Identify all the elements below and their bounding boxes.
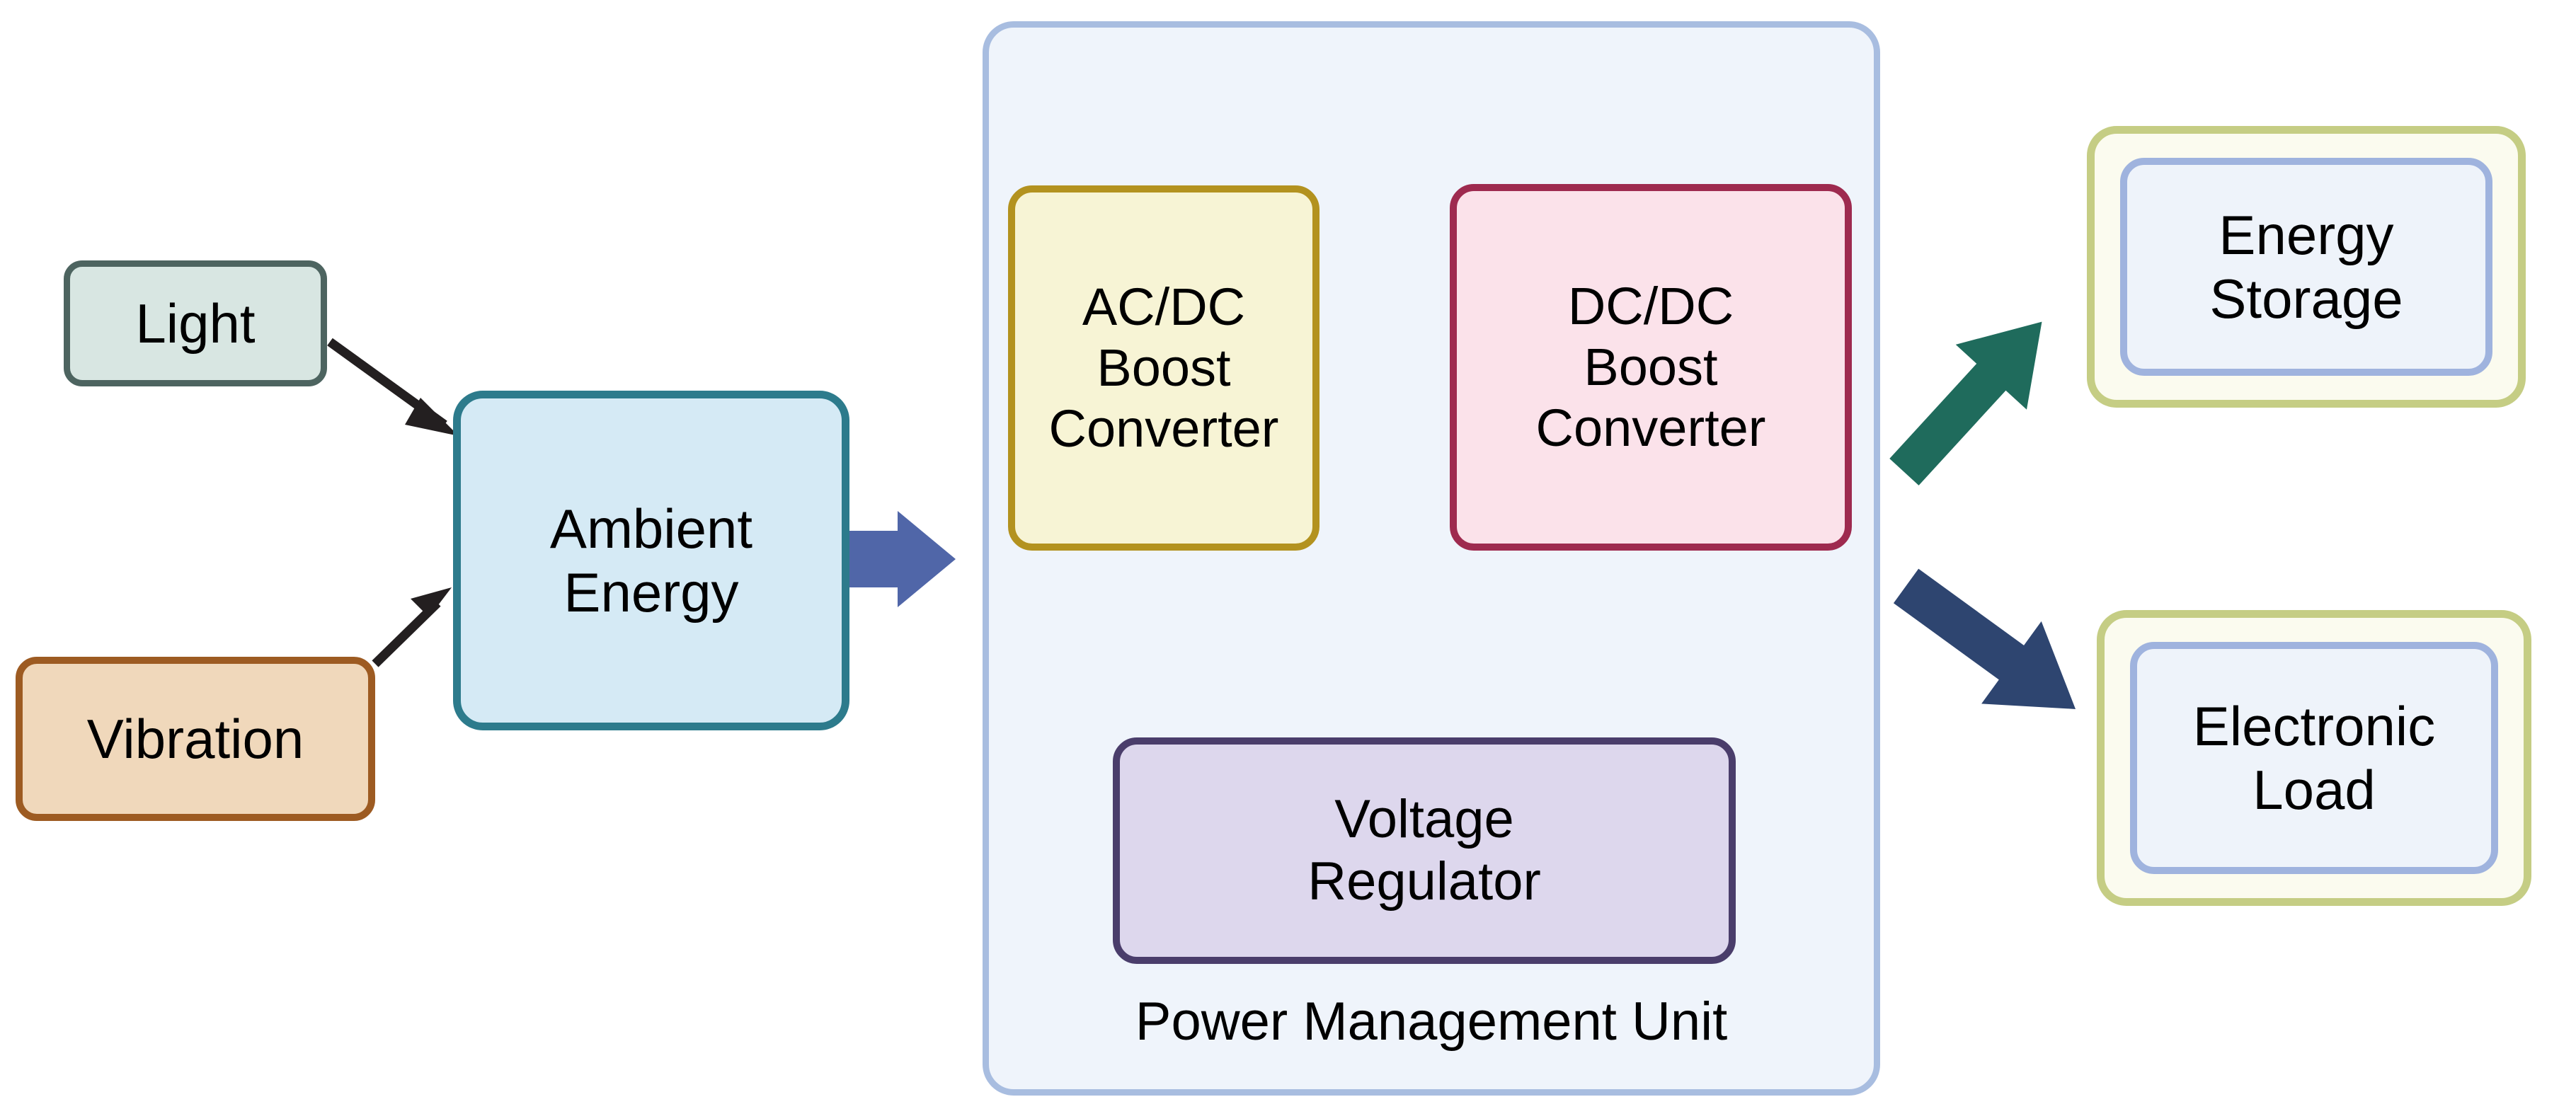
- node-electronic-load[interactable]: Electronic Load: [2097, 610, 2531, 906]
- node-energy-storage[interactable]: Energy Storage: [2087, 126, 2526, 408]
- edge-ambient-to-pmu: [844, 511, 956, 607]
- node-vibration[interactable]: Vibration: [16, 657, 375, 821]
- edge-vibration-to-ambient: [372, 587, 452, 667]
- node-ambient-energy[interactable]: Ambient Energy: [453, 391, 849, 730]
- node-energy-storage-label: Energy Storage: [2120, 158, 2492, 376]
- node-acdc-boost-converter[interactable]: AC/DC Boost Converter: [1008, 185, 1320, 551]
- node-electronic-load-label: Electronic Load: [2130, 642, 2498, 874]
- node-voltage-regulator[interactable]: Voltage Regulator: [1113, 737, 1736, 964]
- node-light[interactable]: Light: [64, 260, 327, 386]
- power-management-unit-label: Power Management Unit: [1135, 992, 1728, 1052]
- node-dcdc-boost-converter[interactable]: DC/DC Boost Converter: [1450, 184, 1852, 551]
- edge-pmu-to-energy-storage: [1889, 321, 2042, 485]
- edge-pmu-to-electronic-load: [1893, 568, 2076, 709]
- edge-light-to-ambient: [327, 338, 459, 436]
